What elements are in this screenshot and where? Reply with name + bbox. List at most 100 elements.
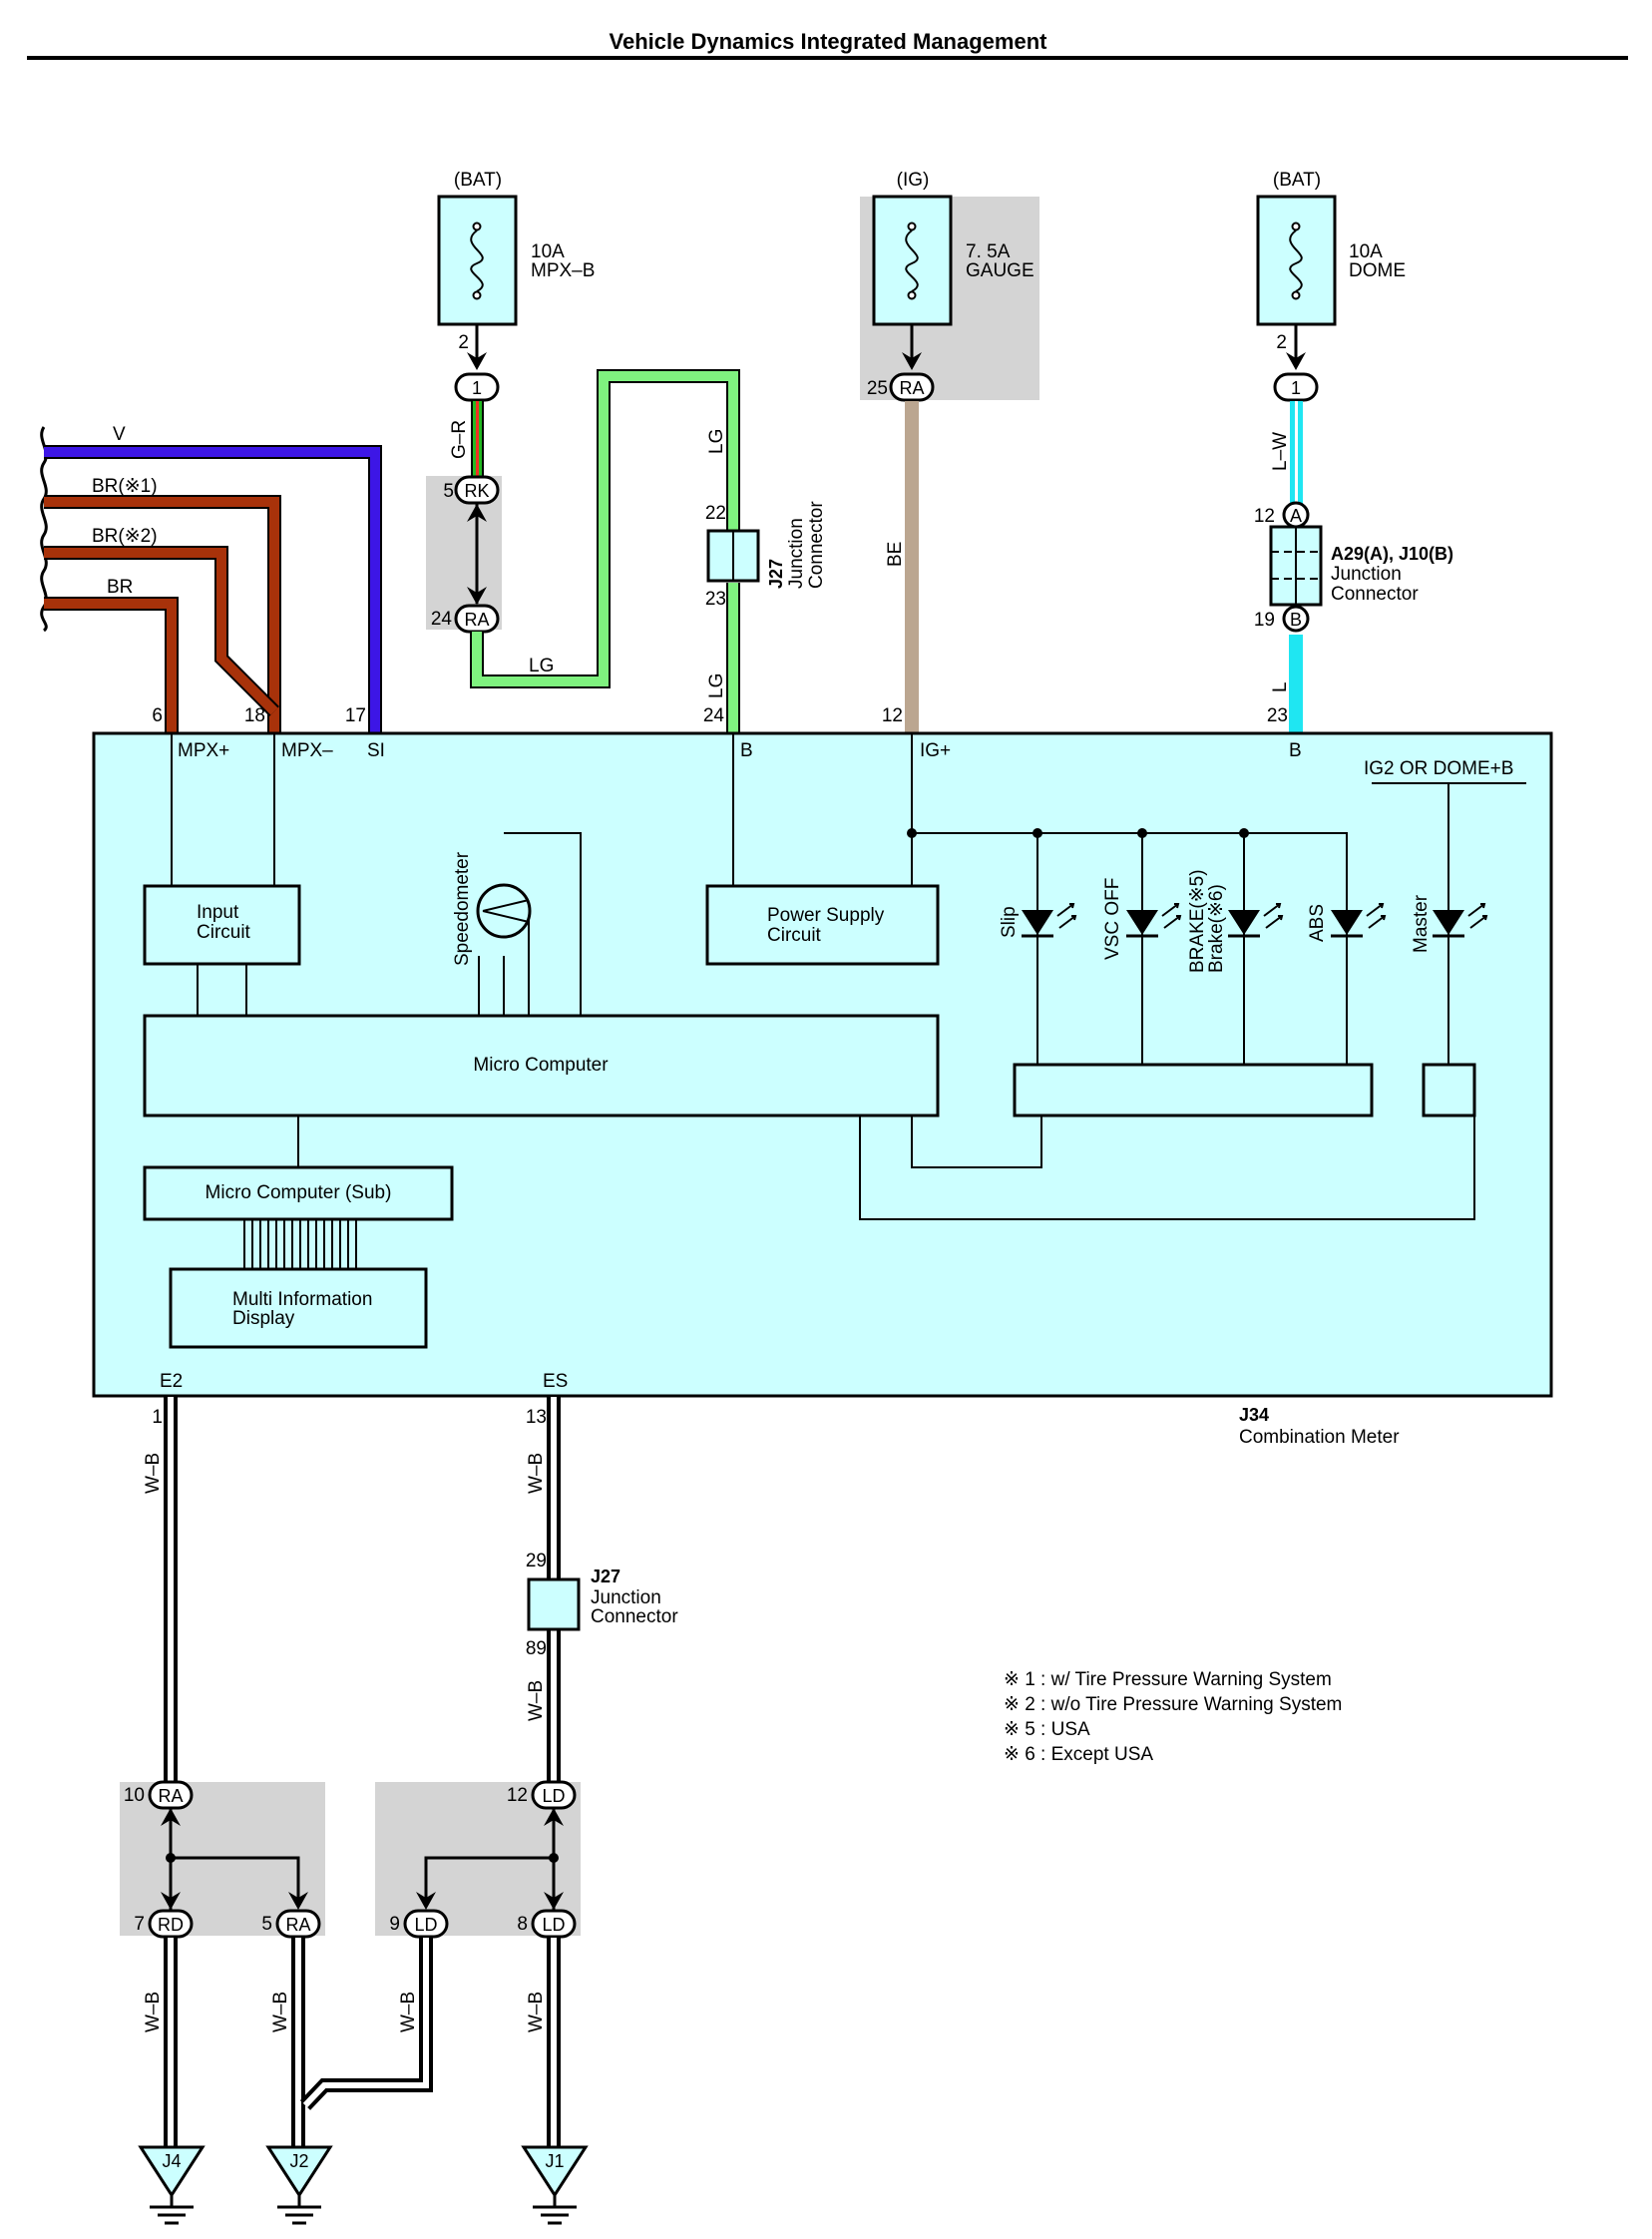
svg-text:Micro Computer: Micro Computer: [473, 1055, 609, 1076]
svg-text:Junction: Junction: [1331, 564, 1402, 585]
svg-text:Combination Meter: Combination Meter: [1239, 1427, 1400, 1448]
fuse-mpx-b: (BAT) 10A MPX–B 2 1: [437, 170, 595, 402]
svg-text:89: 89: [526, 1638, 547, 1659]
junction-connector-a29: 12 A 19 B A29(A), J10(B) Junction Connec…: [1254, 501, 1453, 633]
svg-text:7: 7: [134, 1914, 145, 1935]
svg-text:12: 12: [882, 705, 903, 726]
wire-br-1: BR(※1): [44, 476, 281, 733]
ground-j1: J1: [521, 2145, 589, 2225]
svg-text:J27: J27: [766, 559, 786, 589]
svg-text:Circuit: Circuit: [767, 925, 822, 946]
splice-ra-rd: 10 RA 7 RD 5 RA: [124, 1780, 321, 1939]
led-master: Master: [1411, 894, 1488, 953]
svg-text:1: 1: [152, 1407, 163, 1428]
svg-text:1: 1: [472, 378, 482, 398]
junction-connector-j27-bottom: 29 89 J27 Junction Connector: [526, 1551, 678, 1659]
svg-text:RA: RA: [158, 1786, 183, 1806]
svg-text:10A: 10A: [1349, 241, 1383, 262]
svg-text:2: 2: [1276, 332, 1287, 353]
svg-text:E2: E2: [160, 1371, 183, 1392]
svg-text:7. 5A: 7. 5A: [966, 241, 1011, 262]
svg-text:5: 5: [261, 1914, 272, 1935]
wire-g-r: G–R: [449, 401, 484, 476]
svg-text:Slip: Slip: [999, 906, 1020, 938]
svg-text:W–B: W–B: [526, 1680, 547, 1721]
svg-text:Micro Computer (Sub): Micro Computer (Sub): [206, 1182, 392, 1203]
ground-j2: J2: [265, 2145, 333, 2225]
svg-text:LG: LG: [706, 429, 727, 454]
svg-text:Display: Display: [232, 1308, 295, 1329]
svg-text:A29(A), J10(B): A29(A), J10(B): [1331, 544, 1453, 564]
svg-text:17: 17: [345, 705, 366, 726]
svg-text:9: 9: [389, 1914, 400, 1935]
svg-text:5: 5: [443, 481, 454, 502]
svg-text:Circuit: Circuit: [197, 922, 251, 943]
svg-text:22: 22: [705, 503, 726, 524]
svg-text:Input: Input: [197, 902, 239, 923]
fuse-dome: (BAT) 10A DOME 2 1: [1256, 170, 1406, 402]
svg-text:Master: Master: [1411, 894, 1432, 953]
splice-ld: 12 LD 9 LD 8 LD: [389, 1780, 577, 1939]
svg-text:Connector: Connector: [1331, 584, 1419, 605]
svg-text:GAUGE: GAUGE: [966, 260, 1034, 281]
svg-text:23: 23: [1267, 705, 1288, 726]
svg-text:MPX–: MPX–: [281, 740, 333, 761]
wire-l-w: L–W L: [1270, 401, 1303, 733]
svg-text:6: 6: [152, 705, 163, 726]
svg-text:(IG): (IG): [897, 170, 930, 191]
svg-text:RK: RK: [464, 481, 489, 501]
svg-text:ABS: ABS: [1307, 904, 1328, 942]
ground-j4: J4: [138, 2145, 206, 2225]
svg-text:29: 29: [526, 1551, 547, 1571]
svg-text:J4: J4: [162, 2151, 181, 2171]
svg-text:LD: LD: [414, 1915, 437, 1935]
svg-text:W–B: W–B: [398, 1992, 419, 2032]
wire-w-b-j1: W–B: [526, 1938, 561, 2147]
svg-text:25: 25: [867, 378, 888, 399]
wire-br: BR: [44, 577, 179, 733]
svg-text:8: 8: [517, 1914, 528, 1935]
svg-text:SI: SI: [367, 740, 385, 761]
svg-text:LD: LD: [542, 1915, 565, 1935]
svg-text:Multi Information: Multi Information: [232, 1289, 372, 1310]
svg-text:RA: RA: [285, 1915, 310, 1935]
svg-text:B: B: [1289, 740, 1302, 761]
svg-text:1: 1: [1291, 378, 1301, 398]
note-6: ※ 6 : Except USA: [1004, 1744, 1153, 1765]
connector-ra-24: 24 RA: [431, 604, 500, 634]
wire-w-b-j4: W–B: [143, 1938, 178, 2147]
svg-text:J34: J34: [1239, 1405, 1269, 1425]
wire-be: BE: [885, 401, 919, 733]
footnotes: ※ 1 : w/ Tire Pressure Warning System ※ …: [1004, 1669, 1342, 1765]
svg-text:BE: BE: [885, 542, 906, 567]
note-1: ※ 1 : w/ Tire Pressure Warning System: [1004, 1669, 1332, 1690]
svg-text:LG: LG: [529, 656, 554, 676]
wire-w-b-e2: W–B: [143, 1397, 178, 1781]
svg-text:B: B: [740, 740, 753, 761]
svg-text:VSC OFF: VSC OFF: [1102, 878, 1123, 960]
fuse-gauge: (IG) 7. 5A GAUGE 25 RA: [867, 170, 1034, 402]
svg-text:W–B: W–B: [143, 1453, 164, 1494]
svg-text:J2: J2: [289, 2151, 308, 2171]
svg-text:Junction: Junction: [591, 1587, 661, 1608]
svg-text:12: 12: [1254, 506, 1275, 527]
note-5: ※ 5 : USA: [1004, 1719, 1090, 1740]
wire-v: V: [44, 424, 382, 733]
svg-text:A: A: [1290, 506, 1302, 526]
svg-text:Speedometer: Speedometer: [452, 851, 473, 966]
svg-text:Connector: Connector: [591, 1606, 678, 1627]
combination-meter-j34: 6 MPX+ 18 MPX– 17 SI 24 B 12 IG+ 23 B: [92, 705, 1553, 1448]
wire-br-2: BR(※2): [44, 526, 279, 716]
svg-text:23: 23: [705, 589, 726, 610]
svg-text:RD: RD: [158, 1915, 184, 1935]
note-2: ※ 2 : w/o Tire Pressure Warning System: [1004, 1694, 1342, 1715]
svg-text:RA: RA: [899, 378, 924, 398]
svg-text:J27: J27: [591, 1567, 620, 1586]
page-title: Vehicle Dynamics Integrated Management: [610, 29, 1048, 54]
svg-text:MPX–B: MPX–B: [531, 260, 595, 281]
svg-text:LD: LD: [542, 1786, 565, 1806]
led-slip: Slip: [999, 903, 1077, 938]
svg-text:B: B: [1290, 610, 1302, 630]
svg-text:G–R: G–R: [449, 420, 470, 459]
